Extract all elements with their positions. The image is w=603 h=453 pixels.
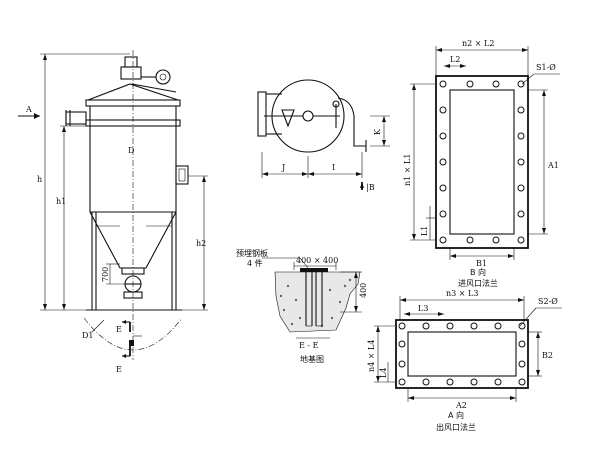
bolt-hole xyxy=(398,340,406,348)
bolt-hole xyxy=(398,322,406,330)
bolt-hole xyxy=(422,378,430,386)
label-B2: B2 xyxy=(542,351,553,360)
bolt-hole xyxy=(492,80,500,88)
label-n2L2: n2 × L2 xyxy=(462,39,494,48)
bolt-hole xyxy=(446,378,454,386)
bolt-hole xyxy=(517,106,525,114)
bolt-hole xyxy=(470,378,478,386)
bolt-hole xyxy=(492,236,500,244)
label-400x400: 400 × 400 xyxy=(296,256,338,265)
bolt-hole xyxy=(517,210,525,218)
bolt-hole xyxy=(439,106,447,114)
bolt-hole xyxy=(466,236,474,244)
label-fan-K: K xyxy=(373,128,382,135)
label-400: 400 xyxy=(359,283,368,298)
bolt-hole xyxy=(517,80,525,88)
label-L2: L2 xyxy=(450,55,460,64)
label-section-EE: E - E xyxy=(299,341,319,350)
bolt-hole xyxy=(439,236,447,244)
foundation-section: 预埋钢板 4 件 400 × 400 400 E - E 地基图 xyxy=(236,248,368,364)
label-foundation-title: 地基图 xyxy=(300,354,324,364)
bolt-hole xyxy=(470,322,478,330)
label-fan-section: |B xyxy=(366,183,375,192)
label-view-B: B 向 xyxy=(470,267,486,277)
bolt-hole xyxy=(439,132,447,140)
label-S2: S2-Ø xyxy=(538,297,558,306)
label-L1: L1 xyxy=(420,226,429,236)
bolt-hole xyxy=(439,80,447,88)
label-D: D xyxy=(128,146,134,155)
bolt-hole xyxy=(518,340,526,348)
label-L3: L3 xyxy=(418,304,428,313)
label-outlet-flange-title: 出风口法兰 xyxy=(436,422,476,432)
bolt-hole xyxy=(517,236,525,244)
label-E-upper: E xyxy=(116,325,122,334)
outlet-flange-view-A: n3 × L3 L3 S2-Ø n4 × L4 L4 B2 A2 A 向 出风口… xyxy=(367,289,562,432)
label-S1: S1-Ø xyxy=(536,63,556,72)
bolt-hole xyxy=(439,184,447,192)
dust-collector-elevation: A h h1 h2 D 700 D1 E E xyxy=(18,50,208,374)
fan-plan-view: J I K |B xyxy=(257,79,390,192)
label-n3L3: n3 × L3 xyxy=(446,289,478,298)
bolt-hole xyxy=(446,322,454,330)
label-E-lower: E xyxy=(116,365,122,374)
label-embedded-plate: 预埋钢板 xyxy=(236,248,268,258)
label-plate-count: 4 件 xyxy=(247,258,263,268)
bolt-hole xyxy=(518,322,526,330)
label-A1: A1 xyxy=(547,161,559,170)
bolt-hole xyxy=(517,158,525,166)
bolt-hole xyxy=(439,210,447,218)
label-inlet-flange-title: 进风口法兰 xyxy=(458,278,498,288)
label-D1: D1 xyxy=(82,331,94,340)
label-L4: L4 xyxy=(379,368,388,378)
bolt-hole xyxy=(518,360,526,368)
label-h: h xyxy=(37,175,42,184)
label-A2: A2 xyxy=(455,401,467,410)
bolt-hole xyxy=(398,378,406,386)
bolt-hole xyxy=(422,322,430,330)
bolt-hole xyxy=(517,132,525,140)
inlet-flange-view-B: n2 × L2 L2 S1-Ø n1 × L1 A1 L1 B1 B 向 进风口… xyxy=(403,39,560,288)
bolt-hole xyxy=(517,184,525,192)
label-n4L4: n4 × L4 xyxy=(367,340,376,372)
bolt-hole xyxy=(494,322,502,330)
label-view-A: A 向 xyxy=(448,410,464,420)
bolt-hole xyxy=(398,360,406,368)
bolt-hole xyxy=(518,378,526,386)
bolt-hole xyxy=(494,378,502,386)
label-h1: h1 xyxy=(56,197,66,206)
label-700: 700 xyxy=(101,267,110,282)
label-h2: h2 xyxy=(196,239,206,248)
label-n1L1: n1 × L1 xyxy=(403,154,412,186)
label-fan-I: I xyxy=(332,163,335,172)
label-fan-J: J xyxy=(281,163,285,172)
bolt-hole xyxy=(466,80,474,88)
bolt-hole xyxy=(439,158,447,166)
label-A-arrow: A xyxy=(25,105,32,114)
label-B1: B1 xyxy=(476,259,487,268)
